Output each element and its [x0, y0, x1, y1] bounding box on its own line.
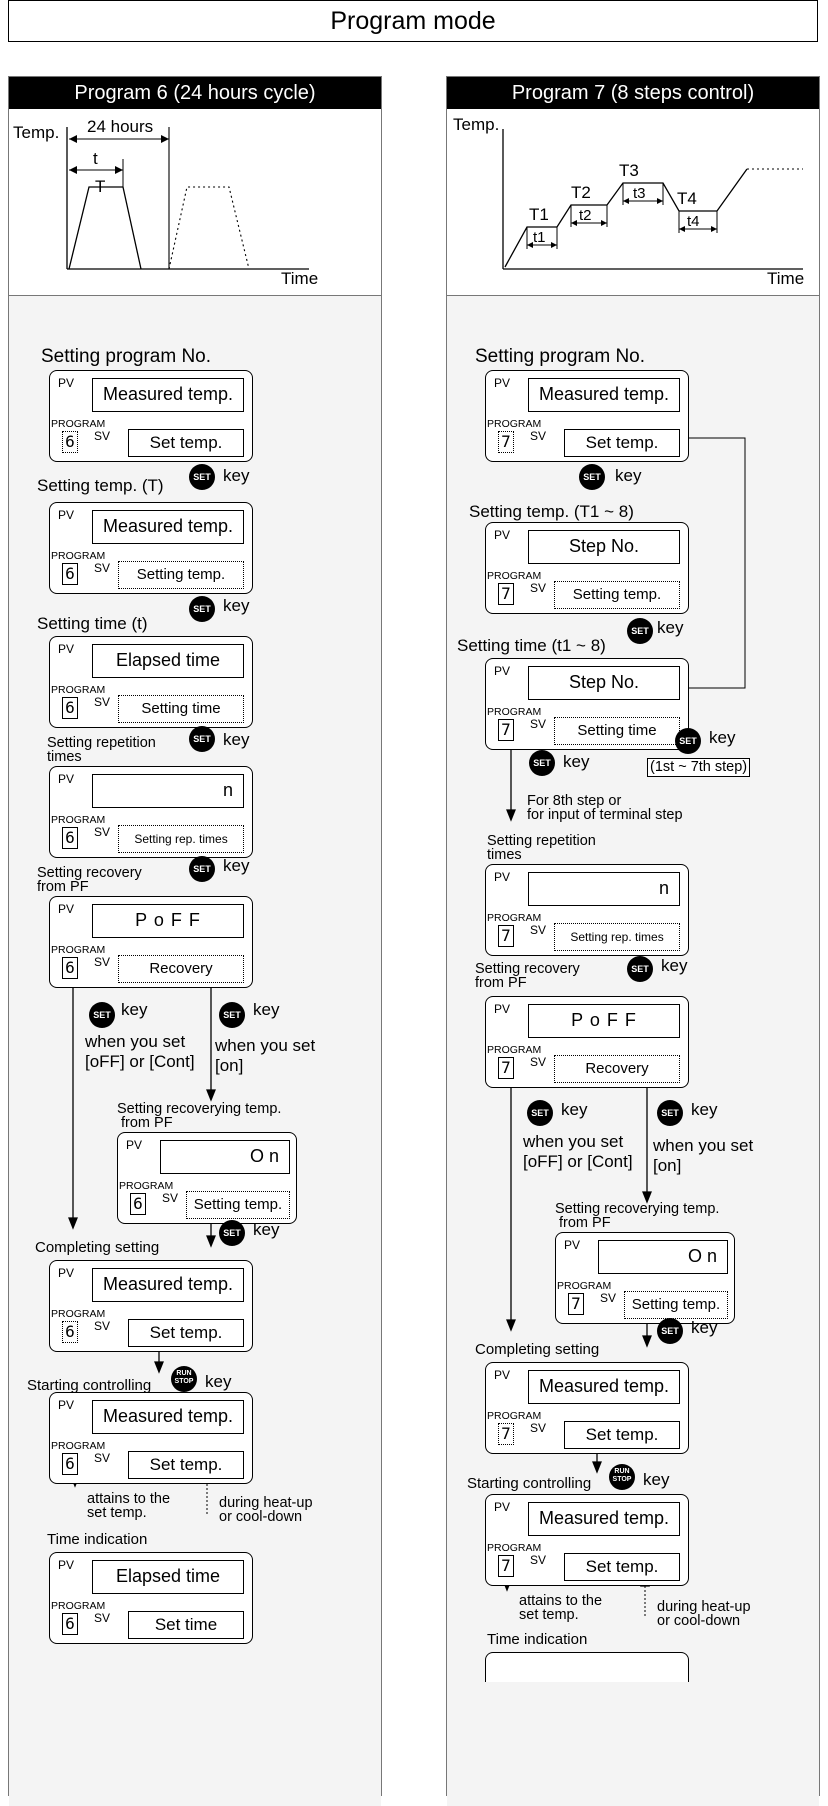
set-key-icon: SET: [189, 726, 215, 752]
program-7-profile-chart: [502, 129, 803, 270]
set-key-icon: SET: [675, 728, 701, 754]
note-when-on-2: [on]: [215, 1056, 244, 1075]
temp-axis-label: Temp.: [13, 123, 60, 142]
step-starting: Starting controlling: [27, 1377, 152, 1394]
step-setting-rep-2: times: [47, 749, 82, 765]
display-completing: PV Measured temp. PROGRAM 7 SV Set temp.: [485, 1362, 689, 1454]
program-7-flow: Setting program No. PV Measured temp. PR…: [447, 296, 819, 1806]
display-completing: PV Measured temp. PROGRAM 6 SV Set temp.: [49, 1260, 253, 1352]
set-key-icon: SET: [627, 956, 653, 982]
step-setting-recovery-2: from PF: [475, 975, 527, 991]
note-when-off-2: [oFF] or [Cont]: [85, 1052, 195, 1071]
set-key-icon: SET: [189, 596, 215, 622]
step-completing: Completing setting: [475, 1341, 600, 1358]
step-starting: Starting controlling: [467, 1475, 592, 1492]
set-key-icon: SET: [219, 1002, 245, 1028]
step-setting-program: Setting program No.: [475, 346, 646, 367]
t-label: t: [93, 149, 98, 168]
step-setting-recovery-2: from PF: [37, 879, 89, 895]
note-heatup-1: during heat-up: [657, 1599, 751, 1615]
note-when-off-1: when you set: [85, 1032, 186, 1051]
display-setting-recovery: PV P o F F PROGRAM 6 SV Recovery: [49, 896, 253, 988]
note-loop-steps: (1st ~ 7th step): [647, 758, 751, 777]
set-key-icon: SET: [527, 1100, 553, 1126]
display-setting-recovery: PV P o F F PROGRAM 7 SV Recovery: [485, 996, 689, 1088]
step-setting-program: Setting program No.: [41, 346, 212, 367]
program-6-graph: Temp. 24 hours t T Time: [9, 109, 381, 296]
note-when-off-2: [oFF] or [Cont]: [523, 1152, 633, 1171]
note-attains-2: set temp.: [87, 1505, 147, 1521]
note-attains-2: set temp.: [519, 1607, 579, 1623]
note-attains-1: attains to the: [519, 1593, 603, 1609]
note-when-on-1: when you set: [215, 1036, 316, 1055]
display-setting-rec-temp: PV O n PROGRAM 6 SV Setting temp.: [117, 1132, 297, 1224]
set-key-icon: SET: [89, 1002, 115, 1028]
display-setting-rep: PV n PROGRAM 7 SV Setting rep. times: [485, 864, 689, 956]
step-setting-recovery-1: Setting recovery: [37, 865, 142, 881]
step-setting-rep-1: Setting repetition: [47, 735, 156, 751]
note-eighth-2: for input of terminal step: [527, 807, 683, 823]
program-7-header: Program 7 (8 steps control): [447, 77, 819, 109]
time-axis-label: Time: [767, 269, 805, 288]
run-stop-key-icon: RUN STOP: [609, 1464, 635, 1490]
display-setting-temp: PV Measured temp. PROGRAM 6 SV Setting t…: [49, 502, 253, 594]
program-6-profile-chart: [66, 127, 309, 270]
program-6-header: Program 6 (24 hours cycle): [9, 77, 381, 109]
set-key-icon: SET: [627, 618, 653, 644]
set-key-icon: SET: [579, 464, 605, 490]
display-setting-time: PV Step No. PROGRAM 7 SV Setting time: [485, 658, 689, 750]
step-setting-temp: Setting temp. (T): [37, 476, 164, 495]
temp-axis-label: Temp.: [453, 115, 500, 134]
display-setting-rep: PV n PROGRAM 6 SV Setting rep. times: [49, 766, 253, 858]
program-7-column: Program 7 (8 steps control): [446, 76, 820, 1806]
step-setting-recovery-1: Setting recovery: [475, 961, 580, 977]
set-key-icon: SET: [219, 1220, 245, 1246]
display-program-select: PV Measured temp. PROGRAM 6 SV Set temp.: [49, 370, 253, 462]
note-heatup-2: or cool-down: [219, 1509, 303, 1525]
display-setting-time: PV Elapsed time PROGRAM 6 SV Setting tim…: [49, 636, 253, 728]
set-key-icon: SET: [189, 856, 215, 882]
program-6-flow: Setting program No. PV Measured temp. PR…: [9, 296, 381, 1806]
step-rec-temp-1: Setting recoverying temp.: [117, 1101, 282, 1117]
program-6-column: Program 6 (24 hours cycle) Temp. 24 hour…: [8, 76, 382, 1806]
cycle-label: 24 hours: [87, 117, 154, 136]
step-rec-temp-2: from PF: [121, 1115, 173, 1131]
program-7-graph: Temp. T1 T2 T3 T4 t1 t2 t3 t4 Time: [447, 109, 819, 296]
step-completing: Completing setting: [35, 1239, 160, 1256]
step-setting-time: Setting time (t1 ~ 8): [457, 636, 606, 655]
set-key-icon: SET: [189, 464, 215, 490]
note-eighth-1: For 8th step or: [527, 793, 622, 809]
step-setting-rep-1: Setting repetition: [487, 833, 596, 849]
display-setting-temp: PV Step No. PROGRAM 7 SV Setting temp.: [485, 522, 689, 614]
step-rec-temp-1: Setting recoverying temp.: [555, 1201, 720, 1217]
display-starting: PV Measured temp. PROGRAM 6 SV Set temp.: [49, 1392, 253, 1484]
display-starting: PV Measured temp. PROGRAM 7 SV Set temp.: [485, 1494, 689, 1586]
display-time-indication: PV Elapsed time PROGRAM 6 SV Set time: [49, 1552, 253, 1644]
note-when-off-1: when you set: [523, 1132, 624, 1151]
set-key-icon: SET: [529, 750, 555, 776]
note-attains-1: attains to the: [87, 1491, 171, 1507]
set-key-icon: SET: [657, 1318, 683, 1344]
page-title: Program mode: [8, 0, 818, 42]
display-time-indication: [485, 1652, 689, 1682]
display-program-select: PV Measured temp. PROGRAM 7 SV Set temp.: [485, 370, 689, 462]
step-time-indication: Time indication: [47, 1531, 148, 1548]
step-time-indication: Time indication: [487, 1631, 588, 1648]
set-key-icon: SET: [657, 1100, 683, 1126]
step-setting-rep-2: times: [487, 847, 522, 863]
note-when-on-1: when you set: [653, 1136, 754, 1155]
T-label: T: [95, 177, 106, 196]
step-setting-time: Setting time (t): [37, 614, 148, 633]
display-setting-rec-temp: PV O n PROGRAM 7 SV Setting temp.: [555, 1232, 735, 1324]
note-heatup-1: during heat-up: [219, 1495, 313, 1511]
note-when-on-2: [on]: [653, 1156, 682, 1175]
time-axis-label: Time: [281, 269, 319, 288]
step-setting-temp: Setting temp. (T1 ~ 8): [469, 502, 634, 521]
note-heatup-2: or cool-down: [657, 1613, 741, 1629]
step-rec-temp-2: from PF: [559, 1215, 611, 1231]
run-stop-key-icon: RUN STOP: [171, 1366, 197, 1392]
